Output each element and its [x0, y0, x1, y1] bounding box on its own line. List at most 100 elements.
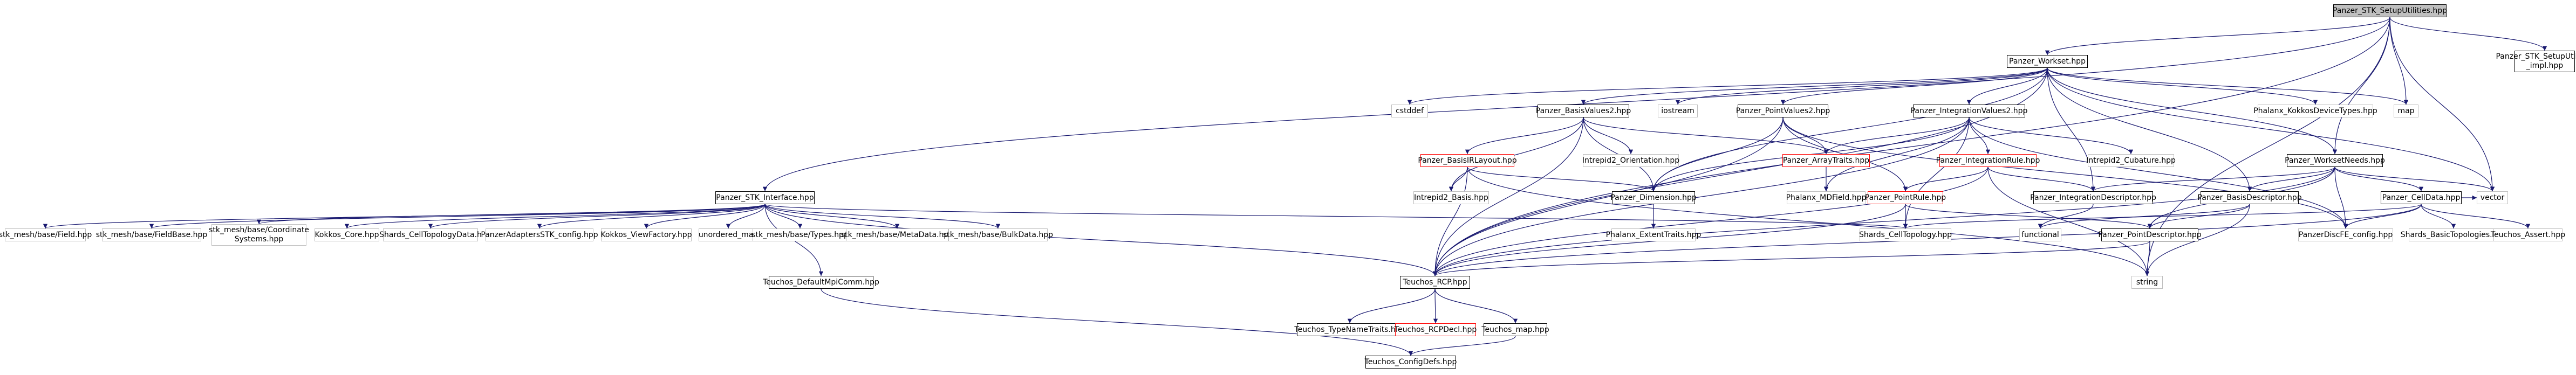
edge-panzer-stk-interface-to-shards-celltopology: [764, 204, 1908, 229]
edge-panzer-workset-to-cstddef: [1407, 67, 2048, 105]
node-intrepid2-basis[interactable]: Intrepid2_Basis.hpp: [1413, 191, 1489, 204]
edge-panzer-workset-to-panzer-worksetneeds: [2047, 67, 2338, 155]
node-teuchos-assert[interactable]: Teuchos_Assert.hpp: [2491, 228, 2565, 241]
node-teuchos-rcpdecl[interactable]: Teuchos_RCPDecl.hpp: [1395, 323, 1477, 336]
edge-panzer-stk-interface-to-stk-coordsys: [257, 204, 766, 225]
node-phalanx-kokkosdevicetypes[interactable]: Phalanx_KokkosDeviceTypes.hpp: [2253, 105, 2377, 117]
edge-panzer-basisirlayout-to-string: [1467, 166, 2150, 276]
node-intrepid2-cubature[interactable]: Intrepid2_Cubature.hpp: [2086, 154, 2176, 167]
edge-panzer-stk-setuputilities-to-panzer-stk-interface: [762, 17, 2390, 192]
node-panzer-basisvalues2[interactable]: Panzer_BasisValues2.hpp: [1536, 105, 1631, 117]
edge-panzer-integrationvalues2-to-phalanx-mdfield: [1823, 117, 1970, 192]
node-kokkos-core[interactable]: Kokkos_Core.hpp: [315, 228, 379, 241]
node-panzeradaptersstk-config[interactable]: PanzerAdaptersSTK_config.hpp: [481, 228, 598, 241]
node-stk-field[interactable]: stk_mesh/base/Field.hpp: [0, 228, 92, 241]
edge-panzer-stk-interface-to-shards-celltopologydata: [428, 204, 766, 229]
edge-panzer-celldata-to-panzerdiscfe-config: [2343, 204, 2422, 229]
node-shards-celltopologydata[interactable]: Shards_CellTopologyData.h: [379, 228, 482, 241]
edge-panzer-stk-interface-to-stk-fieldbase: [149, 204, 766, 229]
edge-panzer-basisirlayout-to-intrepid2-basis: [1448, 166, 1468, 192]
node-teuchos-configdefs[interactable]: Teuchos_ConfigDefs.hpp: [1365, 356, 1457, 369]
node-panzer-workset[interactable]: Panzer_Workset.hpp: [2007, 55, 2088, 68]
node-string[interactable]: string: [2131, 276, 2163, 289]
node-panzer-integrationrule[interactable]: Panzer_IntegrationRule.hpp: [1936, 154, 2040, 167]
edge-panzer-stk-setuputilities-to-panzer-workset: [2045, 17, 2390, 55]
node-panzer-basisdescriptor[interactable]: Panzer_BasisDescriptor.hpp: [2197, 191, 2302, 204]
edge-panzer-stk-interface-to-kokkos-viewfactory: [644, 204, 766, 229]
edge-panzer-integrationvalues2-to-panzerdiscfe-config: [1969, 117, 2348, 229]
edge-panzer-stk-setuputilities-to-teuchos-rcp: [1432, 17, 2390, 276]
edge-panzer-integrationvalues2-to-intrepid2-cubature: [1969, 117, 2134, 155]
node-panzer-pointrule[interactable]: Panzer_PointRule.hpp: [1865, 191, 1946, 204]
node-panzer-pointvalues2[interactable]: Panzer_PointValues2.hpp: [1736, 105, 1830, 117]
edge-panzer-pointdescriptor-to-string: [2144, 241, 2150, 276]
edge-panzer-celldata-to-shards-basictopologies: [2421, 204, 2456, 229]
edge-panzer-stk-interface-to-stk-bulkdata: [764, 204, 1001, 229]
edge-panzer-stk-interface-to-unordered-map: [726, 204, 766, 229]
edge-panzer-workset-to-panzer-basisvalues2: [1581, 67, 2048, 105]
node-map[interactable]: map: [2394, 105, 2418, 117]
edge-panzer-basisirlayout-to-panzer-dimension: [1467, 166, 1656, 192]
edge-panzer-basisvalues2-to-intrepid2-orientation: [1583, 117, 1634, 155]
edge-panzer-basisvalues2-to-intrepid2-basis: [1448, 117, 1584, 192]
node-panzer-basisirlayout[interactable]: Panzer_BasisIRLayout.hpp: [1418, 154, 1517, 167]
node-stk-types[interactable]: stk_mesh/base/Types.hpp: [751, 228, 849, 241]
node-label-line: stk_mesh/base/Coordinate: [209, 226, 309, 234]
node-cstddef[interactable]: cstddef: [1391, 105, 1428, 117]
node-stk-fieldbase[interactable]: stk_mesh/base/FieldBase.hpp: [96, 228, 207, 241]
edge-panzer-stk-setuputilities-to-string: [2144, 17, 2390, 276]
edge-panzer-integrationrule-to-string: [1987, 166, 2150, 276]
node-stk-bulkdata[interactable]: stk_mesh/base/BulkData.hpp: [943, 228, 1053, 241]
node-panzer-stk-interface[interactable]: Panzer_STK_Interface.hpp: [715, 191, 815, 204]
edge-panzer-workset-to-iostream: [1675, 67, 2048, 105]
edge-panzer-workset-to-panzer-integrationvalues2: [1966, 67, 2048, 105]
node-label-line: Systems.hpp: [234, 235, 284, 244]
node-iostream[interactable]: iostream: [1658, 105, 1698, 117]
edge-panzer-workset-to-vector: [2047, 67, 2495, 192]
edge-panzer-stk-setuputilities-to-vector: [2389, 17, 2495, 192]
node-label-line: Panzer_STK_SetupUtilities: [2496, 52, 2576, 61]
node-panzer-integrationdescriptor[interactable]: Panzer_IntegrationDescriptor.hpp: [2030, 191, 2156, 204]
node-functional[interactable]: functional: [2019, 228, 2061, 241]
node-shards-celltopology[interactable]: Shards_CellTopology.hpp: [1859, 228, 1952, 241]
node-panzerdiscfe-config[interactable]: PanzerDiscFE_config.hpp: [2298, 228, 2393, 241]
edge-panzer-celldata-to-teuchos-assert: [2421, 204, 2531, 229]
node-unordered-map[interactable]: unordered_map: [699, 228, 758, 241]
edge-panzer-worksetneeds-to-teuchos-rcp: [1432, 166, 2335, 276]
node-panzer-integrationvalues2[interactable]: Panzer_IntegrationValues2.hpp: [1911, 105, 2027, 117]
edge-teuchos-rcp-to-teuchos-typenametraits: [1347, 288, 1436, 324]
node-teuchos-defaultmpicomm[interactable]: Teuchos_DefaultMpiComm.hpp: [763, 276, 879, 289]
node-phalanx-extenttraits[interactable]: Phalanx_ExtentTraits.hpp: [1606, 228, 1701, 241]
node-kokkos-viewfactory[interactable]: Kokkos_ViewFactory.hpp: [600, 228, 692, 241]
node-teuchos-map[interactable]: Teuchos_map.hpp: [1481, 323, 1549, 336]
edge-panzer-integrationvalues2-to-panzer-integrationrule: [1969, 117, 1991, 155]
node-phalanx-mdfield[interactable]: Phalanx_MDField.hpp: [1786, 191, 1866, 204]
edge-panzer-stk-interface-to-stk-metadata: [764, 204, 900, 229]
node-panzer-celldata[interactable]: Panzer_CellData.hpp: [2381, 191, 2462, 204]
edge-panzer-basisdescriptor-to-panzer-pointdescriptor: [2147, 204, 2250, 229]
node-panzer-arraytraits[interactable]: Panzer_ArrayTraits.hpp: [1782, 154, 1870, 167]
edge-panzer-pointvalues2-to-panzer-dimension: [1651, 117, 1784, 192]
node-panzer-dimension[interactable]: Panzer_Dimension.hpp: [1610, 191, 1697, 204]
node-label-line: _impl.hpp: [2526, 61, 2564, 70]
edge-panzer-worksetneeds-to-panzer-basisdescriptor: [2247, 166, 2335, 192]
edge-panzer-basisdescriptor-to-string: [2144, 204, 2250, 276]
edge-panzer-integrationrule-to-panzer-integrationdescriptor: [1987, 166, 2096, 192]
node-panzer-worksetneeds[interactable]: Panzer_WorksetNeeds.hpp: [2285, 154, 2385, 167]
node-shards-basictopologies[interactable]: Shards_BasicTopologies.hpp: [2401, 228, 2506, 241]
node-teuchos-rcp[interactable]: Teuchos_RCP.hpp: [1400, 276, 1470, 289]
edge-panzer-stk-interface-to-panzeradaptersstk-config: [537, 204, 766, 229]
node-panzer-stk-setuputilities-impl[interactable]: Panzer_STK_SetupUtilities_impl.hpp: [2496, 51, 2576, 72]
edge-panzer-workset-to-map: [2047, 67, 2409, 105]
node-panzer-pointdescriptor[interactable]: Panzer_PointDescriptor.hpp: [2098, 228, 2202, 241]
edge-panzer-workset-to-panzer-integrationdescriptor: [2047, 67, 2096, 192]
node-vector[interactable]: vector: [2477, 191, 2508, 204]
node-intrepid2-orientation[interactable]: Intrepid2_Orientation.hpp: [1582, 154, 1679, 167]
node-stk-metadata[interactable]: stk_mesh/base/MetaData.hpp: [841, 228, 953, 241]
edge-teuchos-rcp-to-teuchos-map: [1434, 288, 1518, 324]
node-teuchos-typenametraits[interactable]: Teuchos_TypeNameTraits.hpp: [1294, 323, 1405, 336]
edge-panzer-basisirlayout-to-teuchos-rcp: [1432, 166, 1468, 276]
